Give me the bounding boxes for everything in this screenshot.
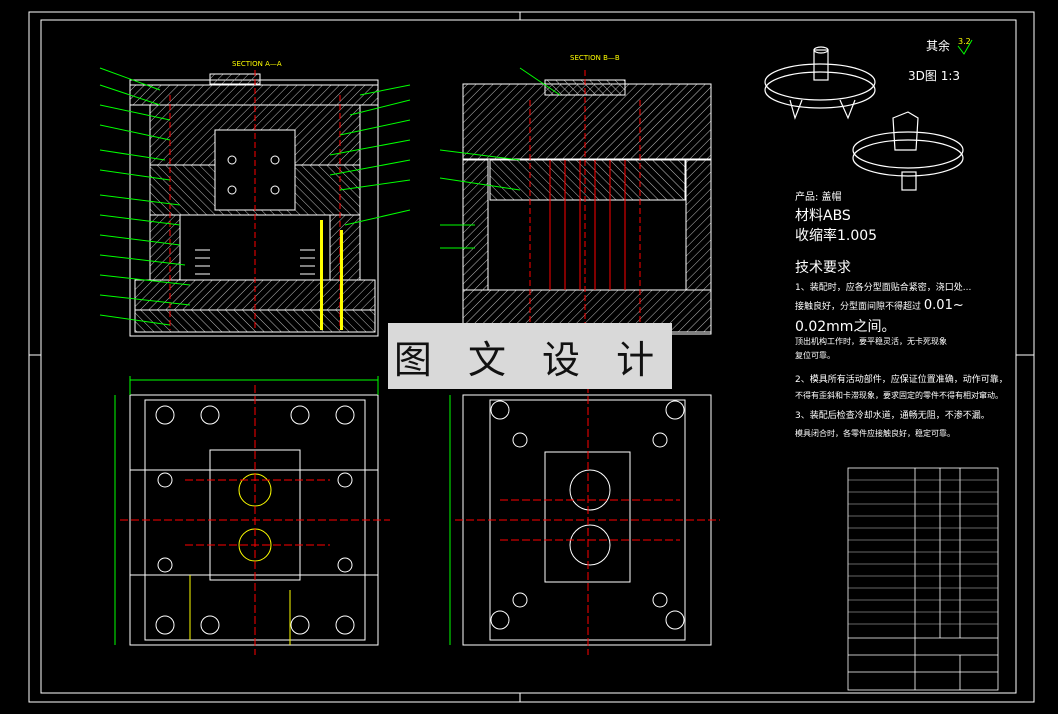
title-block: [847, 467, 999, 691]
roughness-symbol-icon: [957, 39, 973, 55]
product-material: 材料ABS: [795, 208, 851, 224]
tech-requirements-title: 技术要求: [795, 260, 851, 276]
tech-line-8: 3、装配后检查冷却水道，通畅无阻，不渗不漏。: [795, 411, 990, 421]
tech-line-9: 模具闭合时，各零件应接触良好，稳定可靠。: [795, 429, 955, 438]
tech-line-3: 0.02mm之间。: [795, 319, 896, 335]
tech-line-4: 顶出机构工作时，要平稳灵活，无卡死现象: [795, 337, 947, 346]
drawing-frame: [28, 11, 1035, 703]
product-shrinkage: 收缩率1.005: [795, 228, 878, 244]
surface-finish-value: 3.2: [958, 37, 971, 46]
product-3d-sketch: [764, 46, 964, 191]
tech-line-2: 接触良好，分型面间隙不得超过 0.01~: [795, 298, 964, 313]
tech-line-1: 1、装配时，应各分型面贴合紧密，浇口处...: [795, 283, 972, 293]
watermark-banner: 图 文 设 计: [388, 323, 672, 389]
section-a-a-title: SECTION A—A: [232, 60, 282, 68]
tech-line-5: 复位可靠。: [795, 351, 835, 360]
tech-line-7: 不得有歪斜和卡滞现象，要求固定的零件不得有相对窜动。: [795, 391, 1003, 400]
surface-finish-label: 其余: [926, 38, 950, 53]
tech-line-6: 2、模具所有活动部件，应保证位置准确，动作可靠，: [795, 375, 1008, 385]
section-a-a-view: [99, 67, 411, 337]
section-b-b-view: [439, 67, 712, 335]
plan-view-moving-half: [114, 376, 390, 655]
watermark-text: 图 文 设 计: [393, 337, 667, 382]
section-b-b-title: SECTION B—B: [570, 54, 620, 62]
product-name: 产品: 盖帽: [795, 192, 842, 203]
view-scale-label: 3D图 1:3: [908, 69, 960, 83]
plan-view-fixed-half: [449, 385, 720, 655]
